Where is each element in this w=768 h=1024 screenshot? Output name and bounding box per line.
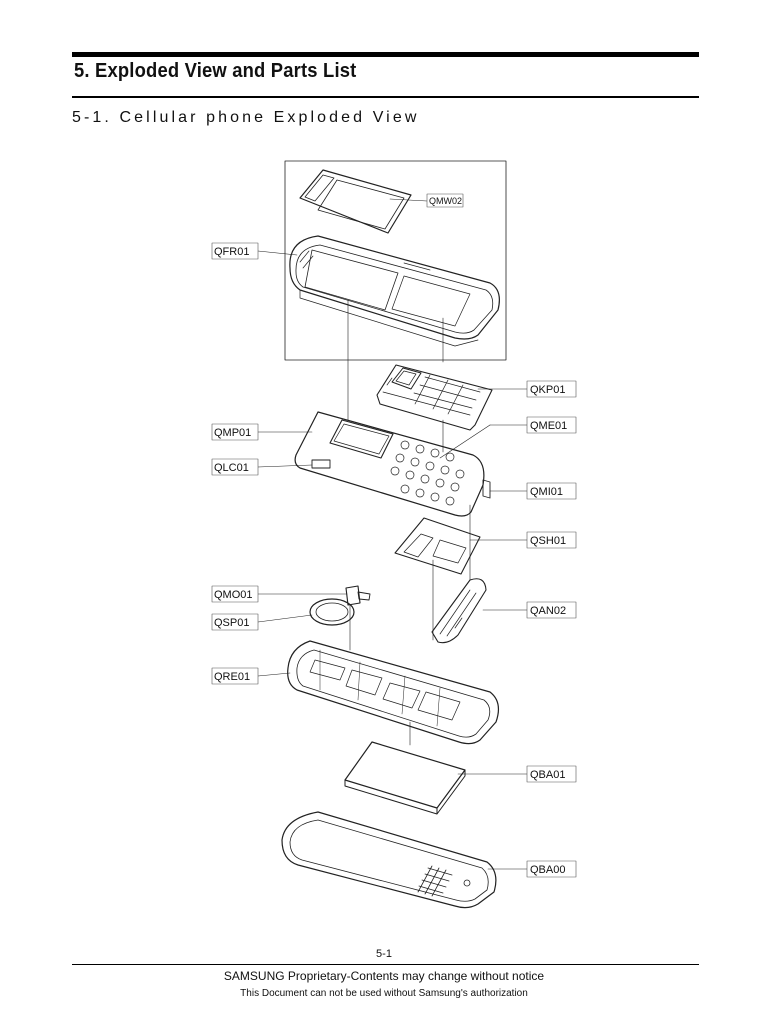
svg-text:QFR01: QFR01 xyxy=(214,246,249,258)
callout-qkp01: QKP01 xyxy=(526,380,577,398)
front-assembly-frame xyxy=(284,160,507,361)
svg-text:QMP01: QMP01 xyxy=(214,427,251,439)
svg-text:QME01: QME01 xyxy=(530,420,567,432)
subsection-title: 5-1. Cellular phone Exploded View xyxy=(72,109,420,126)
svg-text:QLC01: QLC01 xyxy=(214,462,249,474)
callout-qme01: QME01 xyxy=(526,416,577,434)
footer-notice: SAMSUNG Proprietary-Contents may change … xyxy=(223,969,545,983)
callout-qsp01: QSP01 xyxy=(211,613,259,631)
svg-text:QBA00: QBA00 xyxy=(530,864,565,876)
battery xyxy=(344,741,466,815)
footer-authorization: This Document can not be used without Sa… xyxy=(240,988,528,999)
callout-qmo01: QMO01 xyxy=(211,585,259,603)
vibration-motor xyxy=(345,585,371,606)
callout-qmp01: QMP01 xyxy=(211,423,259,441)
page-number: 5-1 xyxy=(376,948,392,960)
shield-can xyxy=(394,517,481,575)
callout-qan02: QAN02 xyxy=(526,601,577,619)
callout-qba01: QBA01 xyxy=(526,765,577,783)
svg-text:QBA01: QBA01 xyxy=(530,769,565,781)
antenna xyxy=(431,578,487,644)
svg-text:QRE01: QRE01 xyxy=(214,671,250,683)
rear-housing xyxy=(287,640,500,745)
callout-qmw02: QMW02 xyxy=(426,193,464,208)
alignment-guides xyxy=(347,299,471,746)
leader-lines xyxy=(257,198,528,870)
callout-qsh01: QSH01 xyxy=(526,531,577,549)
callout-qfr01: QFR01 xyxy=(211,242,259,260)
speaker-grille xyxy=(417,865,453,897)
callout-qlc01: QLC01 xyxy=(211,458,259,476)
svg-text:QSP01: QSP01 xyxy=(214,617,249,629)
battery-cover xyxy=(281,811,497,909)
callout-qba00: QBA00 xyxy=(526,860,577,878)
main-pcb xyxy=(294,411,491,517)
main-window-glass xyxy=(299,169,412,234)
svg-text:QAN02: QAN02 xyxy=(530,605,566,617)
front-housing xyxy=(289,235,500,347)
svg-text:QKP01: QKP01 xyxy=(530,384,565,396)
svg-text:QMI01: QMI01 xyxy=(530,486,563,498)
footer-rule xyxy=(72,964,699,965)
callout-qre01: QRE01 xyxy=(211,667,259,685)
pcb-key-domes xyxy=(390,440,465,506)
top-rule xyxy=(72,52,699,57)
section-title: 5. Exploded View and Parts List xyxy=(74,60,357,82)
svg-text:QSH01: QSH01 xyxy=(530,535,566,547)
svg-text:QMO01: QMO01 xyxy=(214,589,253,601)
callout-qmi01: QMI01 xyxy=(526,482,577,500)
keypad xyxy=(376,364,493,431)
svg-text:QMW02: QMW02 xyxy=(429,196,462,206)
speaker xyxy=(309,598,355,626)
title-rule xyxy=(72,96,699,98)
